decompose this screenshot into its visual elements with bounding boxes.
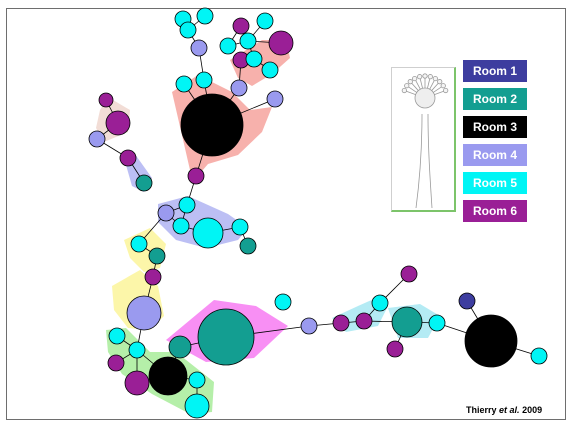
node-room2-c6: [239, 237, 257, 255]
legend: Room 1 Room 2 Room 3 Room 4 Room 5 Room 6: [463, 60, 527, 228]
node-room6-f4: [355, 312, 373, 330]
node-room6-e3: [107, 354, 125, 372]
node-room6-a3: [232, 17, 250, 35]
citation-author: Thierry: [466, 405, 497, 415]
node-room4-d4: [126, 295, 162, 331]
node-room4-a16: [266, 90, 284, 108]
node-room5-a12: [261, 61, 279, 79]
node-room2-b5: [135, 174, 153, 192]
figure-frame: [6, 8, 566, 420]
node-room4-a6: [190, 39, 208, 57]
node-room6-f3: [332, 314, 350, 332]
node-room5-a11: [245, 50, 263, 68]
node-room5-a2: [196, 7, 214, 25]
node-room4-b3: [88, 130, 106, 148]
node-room5-e7: [188, 371, 206, 389]
node-room5-a8: [239, 32, 257, 50]
node-room5-f8: [428, 314, 446, 332]
node-room3-big3: [180, 93, 244, 157]
node-room5-e2: [128, 341, 146, 359]
node-room1-f10: [458, 292, 476, 310]
node-room4-c2: [157, 204, 175, 222]
node-room5-c5: [231, 218, 249, 236]
node-room5-a13: [195, 71, 213, 89]
node-room5-c3: [172, 217, 190, 235]
node-room5-a5: [179, 21, 197, 39]
node-room5-a14: [175, 75, 193, 93]
node-room6-a9: [268, 30, 294, 56]
node-room3-e5: [148, 356, 188, 396]
citation-year: 2009: [522, 405, 543, 415]
legend-item-room-1: Room 1: [463, 60, 527, 82]
node-room6-e4: [124, 370, 150, 396]
legend-item-room-4: Room 4: [463, 144, 527, 166]
node-room5-f5: [371, 294, 389, 312]
node-room5-f11: [530, 347, 548, 365]
node-room5-d1: [130, 235, 148, 253]
node-room4-a15: [230, 79, 248, 97]
node-room4-f2: [300, 317, 318, 335]
node-room5-f1: [274, 293, 292, 311]
node-room6-d3: [144, 268, 162, 286]
node-room6-b1: [98, 92, 114, 108]
node-room3-big3b: [464, 314, 518, 368]
conidiophore-illustration: [401, 73, 449, 209]
aspergillus-micrograph: [391, 67, 456, 212]
node-room6-f6: [400, 265, 418, 283]
node-room2-big2: [197, 308, 255, 366]
legend-item-room-3: Room 3: [463, 116, 527, 138]
legend-item-room-6: Room 6: [463, 200, 527, 222]
node-room2-d2: [148, 247, 166, 265]
citation-etal: et al.: [499, 405, 520, 415]
node-room5-c4: [192, 217, 224, 249]
node-room5-a7: [219, 37, 237, 55]
node-room5-e1: [108, 327, 126, 345]
legend-item-room-5: Room 5: [463, 172, 527, 194]
node-room5-e8: [184, 393, 210, 419]
citation: Thierry et al. 2009: [466, 405, 542, 415]
node-room6-a17: [187, 167, 205, 185]
node-room6-f9: [386, 340, 404, 358]
legend-item-room-2: Room 2: [463, 88, 527, 110]
node-room5-a4: [256, 12, 274, 30]
node-room5-c1: [178, 196, 196, 214]
node-room6-b2: [105, 110, 131, 136]
node-room2-e6: [168, 335, 192, 359]
node-room2-f7: [391, 306, 423, 338]
node-room6-b4: [119, 149, 137, 167]
